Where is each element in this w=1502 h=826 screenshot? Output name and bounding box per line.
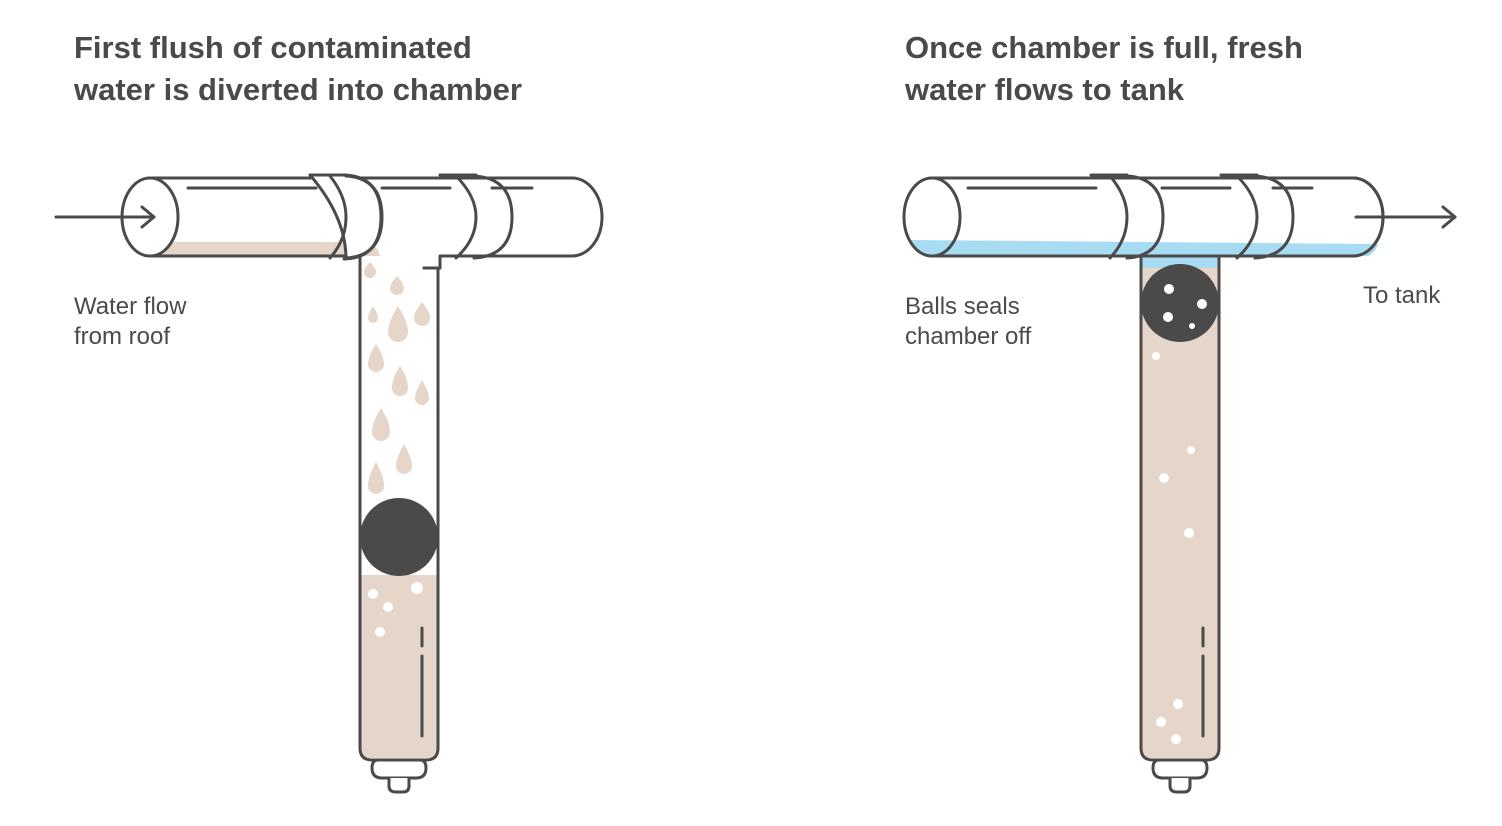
right-outflow-arrow-icon [1441,205,1457,229]
left-label-line-2: from roof [74,323,170,350]
drop-icon [388,306,408,342]
drop-icon [368,344,384,372]
right-panel: Once chamber is full, fresh water flows … [902,30,1457,794]
left-bubbles [368,582,423,637]
drop-icon [364,262,376,278]
left-chamber-plug [387,776,411,794]
drop-icon [415,380,429,405]
right-ball-bubbles [1163,284,1207,329]
drop-icon [368,306,378,323]
left-label-line-1: Water flow [74,293,187,320]
left-collar-1-outer [344,174,384,260]
right-collar-1-inner [1108,174,1129,260]
drop-icon [368,462,384,494]
left-title-line-2: water is diverted into chamber [73,72,522,107]
right-collar-1-outer [1125,174,1165,260]
left-collar-2-inner [454,174,478,260]
drop-icon [372,408,390,441]
right-pipe-outline [930,176,1385,258]
right-chamber-cap [1151,758,1209,780]
drop-icon [396,444,412,474]
right-label-to-tank: To tank [1363,282,1441,309]
drop-icon [392,366,408,396]
right-title-line-2: water flows to tank [904,72,1185,107]
left-panel: First flush of contaminated water is div… [54,30,604,794]
drop-icon [390,276,404,295]
right-collar-2-inner [1235,174,1259,260]
drop-icon [414,302,430,326]
left-collar-1-inner [328,174,348,260]
left-title-line-1: First flush of contaminated [74,30,472,65]
right-chamber-water [1141,256,1219,758]
left-falling-drops [364,262,430,494]
right-label-line-1: Balls seals [905,293,1020,320]
right-bubbles [1152,352,1195,744]
right-float-ball [1141,264,1219,342]
left-chamber-cap [370,758,428,780]
left-float-ball [360,498,438,576]
right-label-line-2: chamber off [905,323,1032,350]
left-pipe-water [128,242,380,256]
left-chamber-water [360,575,438,758]
left-collar-2-outer [472,174,514,260]
left-inflow-arrow-icon [140,205,156,229]
right-chamber-plug [1168,776,1192,794]
right-collar-2-outer [1253,174,1295,260]
right-title-line-1: Once chamber is full, fresh [905,30,1303,65]
